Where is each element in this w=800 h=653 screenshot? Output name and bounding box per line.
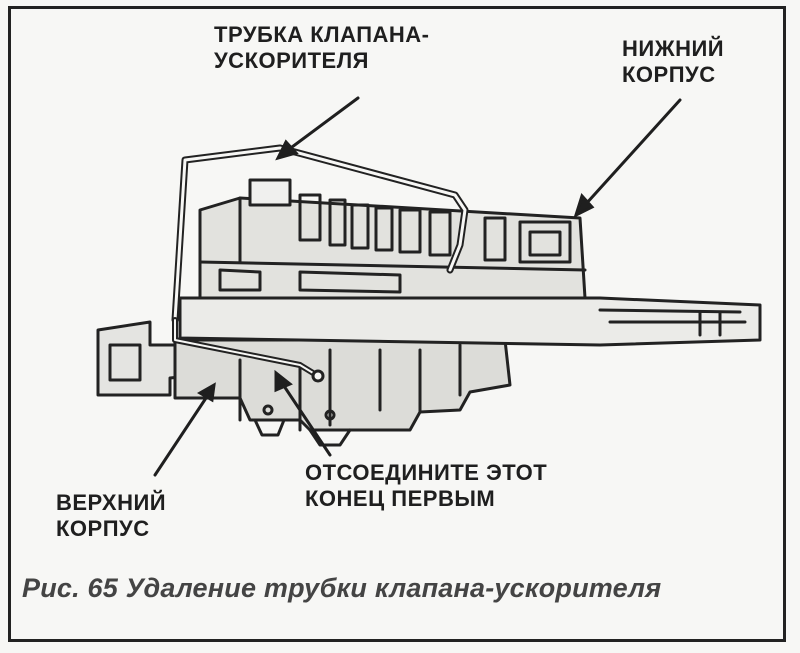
figure-frame xyxy=(8,6,786,642)
label-disconnect-line1: ОТСОЕДИНИТЕ ЭТОТ xyxy=(305,460,548,485)
label-lower-body: НИЖНИЙ КОРПУС xyxy=(622,36,724,88)
lower-body-arrowhead xyxy=(573,193,595,218)
label-upper-body-line1: ВЕРХНИЙ xyxy=(56,490,167,515)
label-lower-body-line2: КОРПУС xyxy=(622,62,716,87)
tube-arrowhead xyxy=(275,139,299,161)
label-booster-tube-line2: УСКОРИТЕЛЯ xyxy=(214,48,369,73)
label-lower-body-line1: НИЖНИЙ xyxy=(622,36,725,61)
label-upper-body-line2: КОРПУС xyxy=(56,516,150,541)
label-upper-body: ВЕРХНИЙ КОРПУС xyxy=(56,490,166,542)
label-disconnect-first: ОТСОЕДИНИТЕ ЭТОТ КОНЕЦ ПЕРВЫМ xyxy=(305,460,547,512)
upper-body-arrowhead xyxy=(197,382,216,403)
label-disconnect-line2: КОНЕЦ ПЕРВЫМ xyxy=(305,486,496,511)
label-booster-tube-line1: ТРУБКА КЛАПАНА- xyxy=(214,22,430,47)
figure-caption: Рис. 65 Удаление трубки клапана-ускорите… xyxy=(22,573,662,603)
disconnect-arrowhead xyxy=(274,369,293,393)
label-booster-tube: ТРУБКА КЛАПАНА- УСКОРИТЕЛЯ xyxy=(214,22,430,74)
